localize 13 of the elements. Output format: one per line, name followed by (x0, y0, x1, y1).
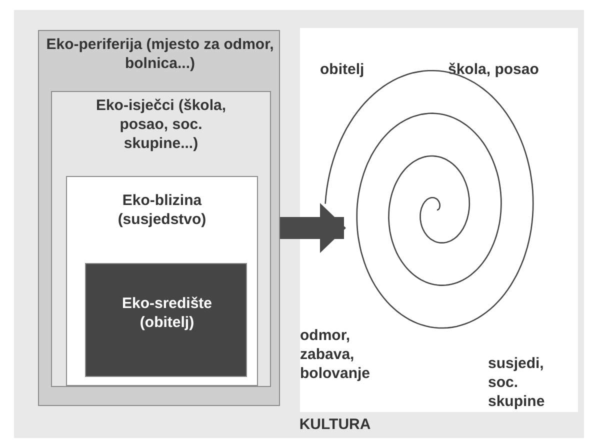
spiral-label: obitelj (320, 60, 364, 79)
box-title: Eko-središte (obitelj) (120, 294, 214, 332)
inner-box (66, 176, 258, 386)
outer-box (38, 30, 280, 406)
box-title: Eko-periferija (mjesto za odmor, bolnica...) (45, 35, 275, 73)
block-arrow (280, 203, 346, 253)
box-title: Eko-blizina (susjedstvo) (116, 191, 208, 229)
core-box (85, 263, 247, 377)
spiral-panel (300, 28, 578, 412)
box-title: Eko-isječci (škola, posao, soc. skupine...) (94, 96, 228, 153)
middle-box (51, 91, 271, 387)
caption-label: KULTURA (298, 415, 372, 434)
spiral-label: škola, posao (448, 60, 539, 79)
